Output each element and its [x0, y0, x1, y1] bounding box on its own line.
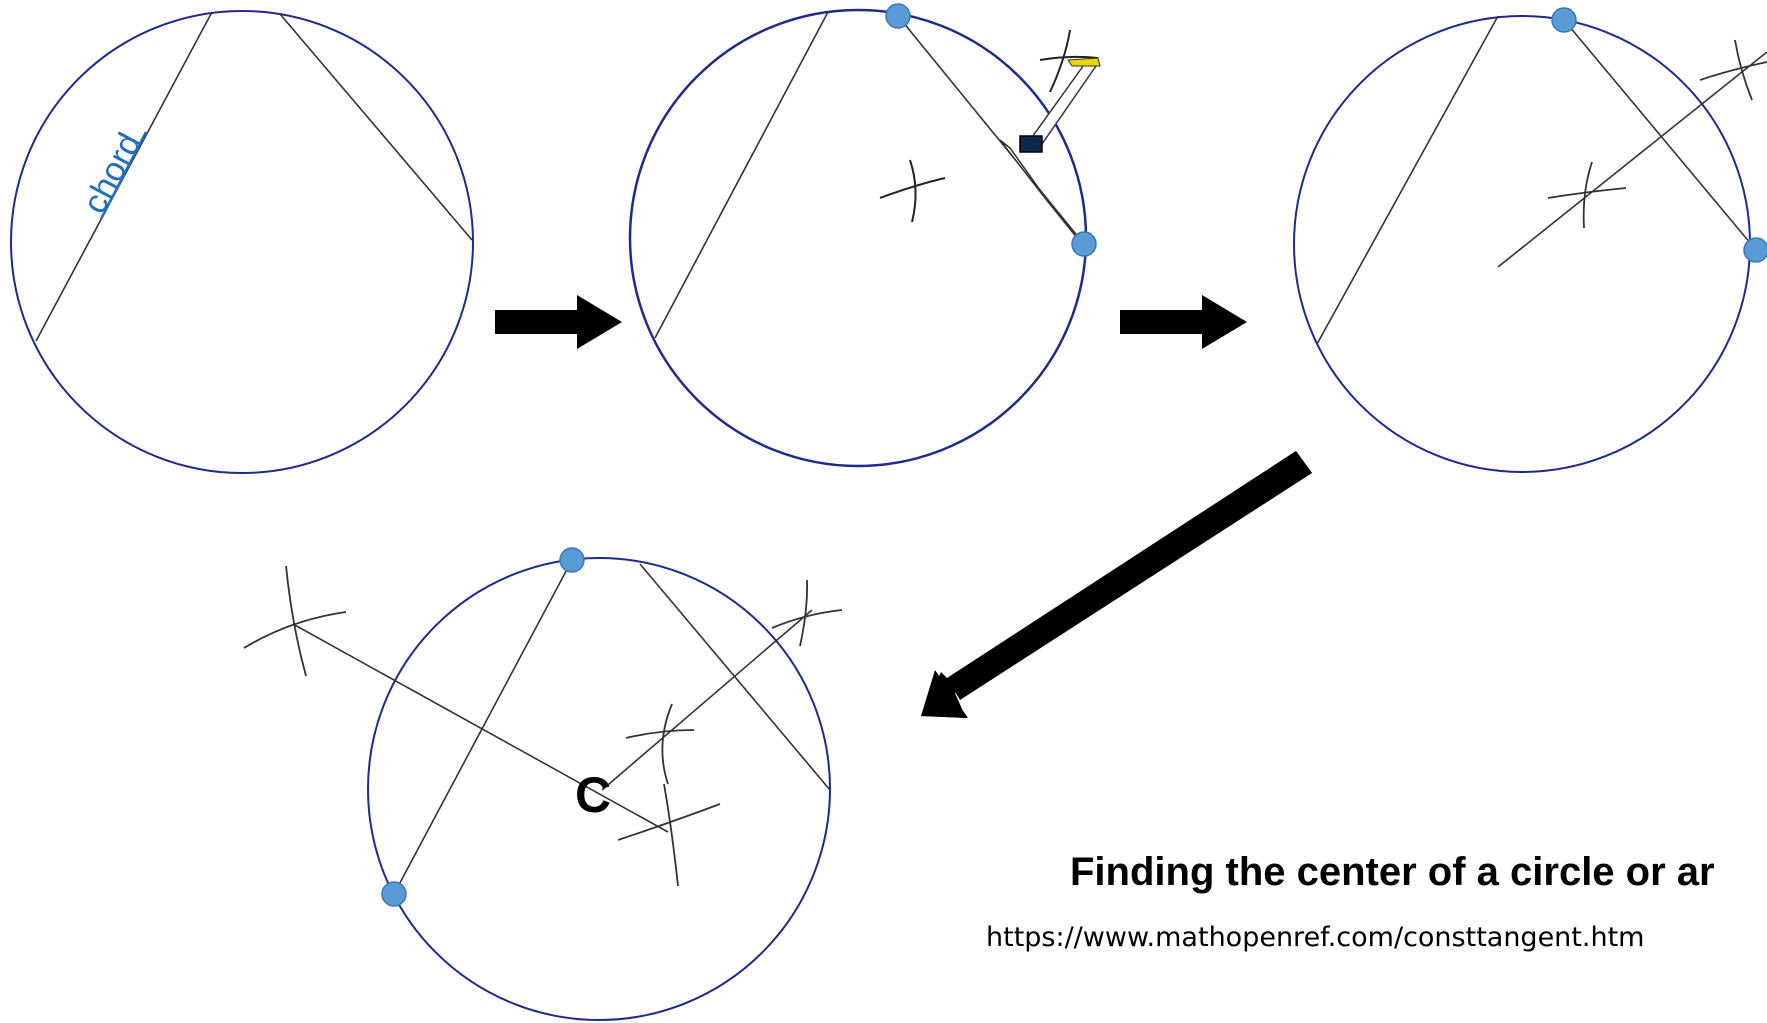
arc-mark [879, 177, 946, 199]
chord-underline [99, 131, 148, 220]
point [1743, 237, 1767, 263]
point [381, 881, 407, 907]
chord-label: chord [76, 127, 149, 220]
step-3-circle [1293, 7, 1767, 473]
arc-mark [909, 159, 917, 223]
perpendicular-bisector [601, 609, 813, 791]
chord-line [393, 559, 573, 895]
arc-mark [1699, 61, 1767, 81]
arc-mark [243, 611, 347, 649]
chord-line [654, 11, 829, 339]
arc-mark [1582, 161, 1593, 229]
arc-mark [663, 783, 679, 887]
arc-mark [285, 565, 307, 677]
arrow-right [495, 295, 622, 349]
circle [10, 10, 474, 474]
point [885, 3, 911, 29]
point [559, 547, 585, 573]
step-2-circle [628, 3, 1101, 468]
chord-line [279, 13, 473, 241]
circle [1293, 15, 1751, 473]
arrow-right [1120, 295, 1247, 349]
point [1071, 231, 1097, 257]
compass-icon [999, 57, 1101, 245]
arrow-diagonal-head [921, 670, 968, 718]
arc-mark [1734, 39, 1753, 101]
perpendicular-bisector [1497, 51, 1767, 268]
step-1-circle: chord [10, 10, 474, 474]
arrow-diagonal-body [948, 451, 1312, 700]
point [1551, 7, 1577, 33]
chord-line [1563, 19, 1757, 251]
caption-url[interactable]: https://www.mathopenref.com/consttangent… [986, 922, 1645, 953]
step-4-circle: C [243, 547, 843, 1021]
arc-mark [625, 729, 695, 739]
chord-line [1316, 15, 1499, 345]
arc-mark [771, 609, 843, 629]
arc-mark [799, 579, 809, 647]
caption-title: Finding the center of a circle or ar [1070, 850, 1715, 894]
arc-mark [1049, 29, 1071, 93]
center-label: C [575, 767, 611, 823]
perpendicular-bisector [292, 623, 669, 833]
circle [628, 8, 1088, 468]
arc-mark [661, 703, 673, 785]
arc-mark [1039, 55, 1099, 61]
